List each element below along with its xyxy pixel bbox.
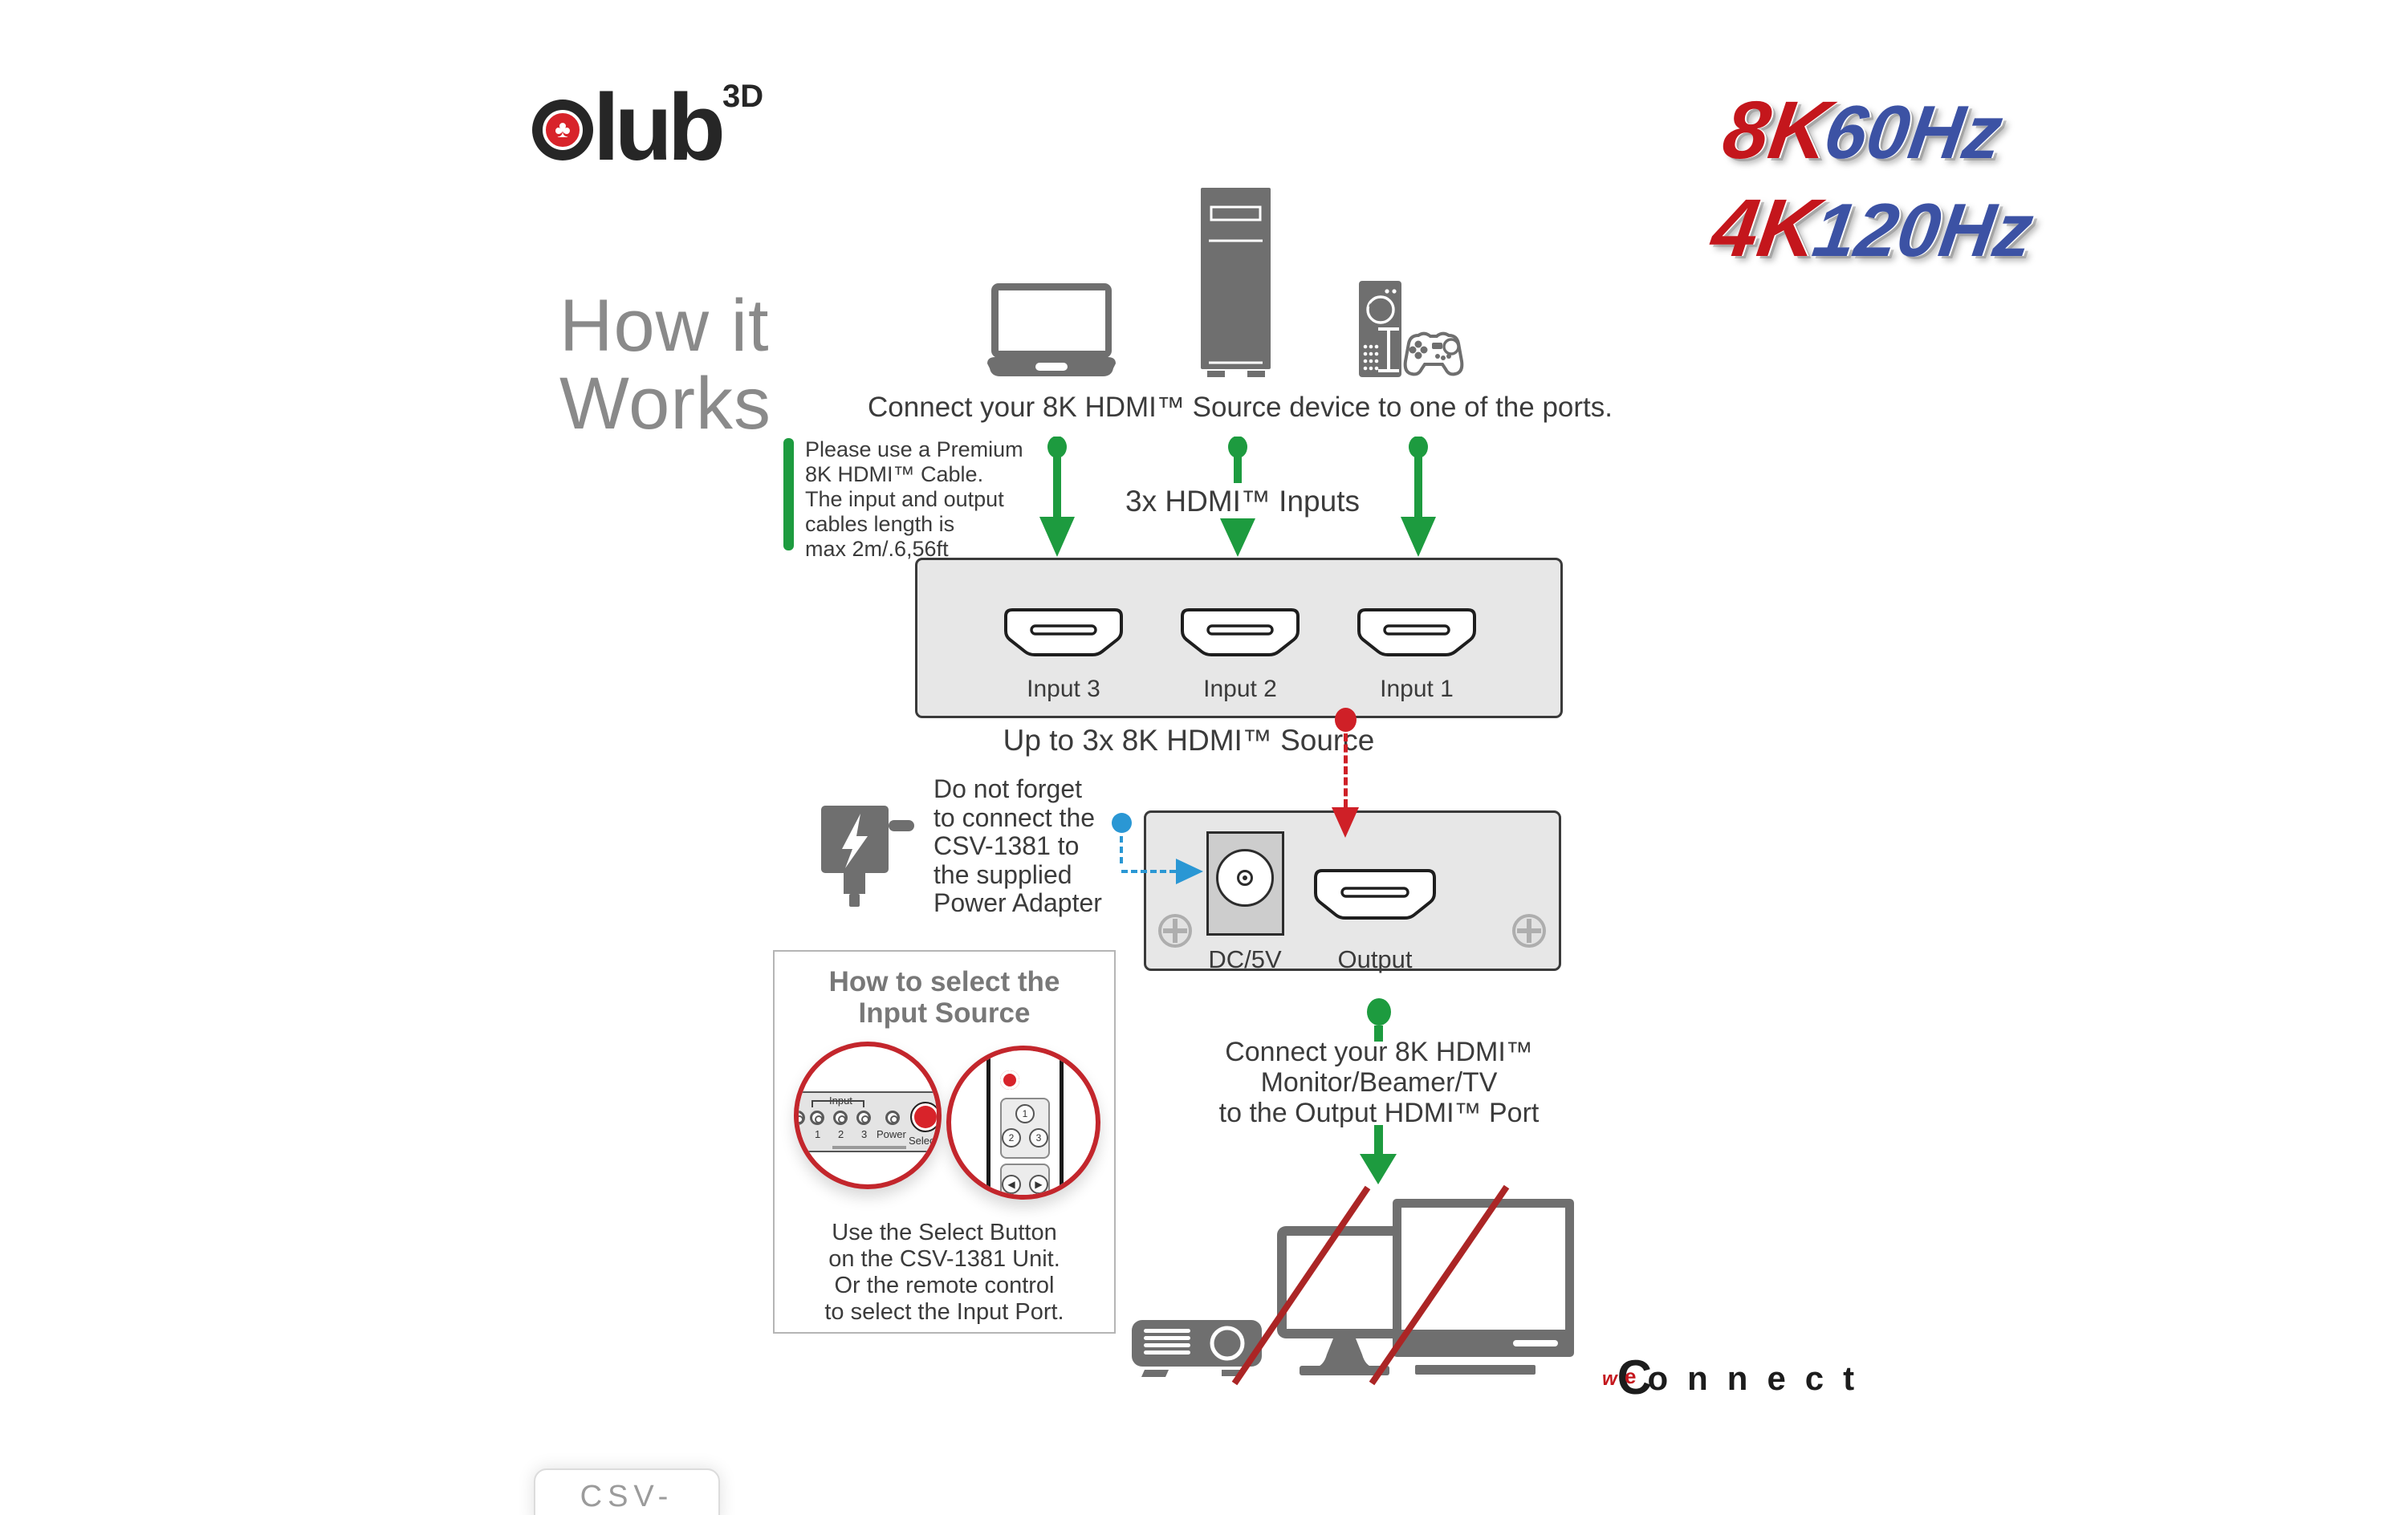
remote-prev-button[interactable]: ◀ [1002, 1175, 1021, 1194]
select-panel-title: How to select the Input Source [828, 966, 1060, 1029]
blue-arrowhead-icon [1176, 859, 1203, 884]
power-adapter-icon [821, 806, 914, 907]
front-panel-illustration: Input 1 2 3 Power Select [794, 1042, 942, 1189]
tv-icon [1393, 1199, 1574, 1375]
source-caption: Connect your 8K HDMI™ Source device to o… [868, 392, 1613, 423]
inputs-label: 3x HDMI™ Inputs [1125, 485, 1360, 518]
output-caption: Connect your 8K HDMI™ Monitor/Beamer/TV … [1218, 1037, 1540, 1128]
led-indicator-2 [833, 1111, 848, 1125]
green-arrowhead-icon [1360, 1154, 1397, 1184]
power-led-label: Power [877, 1128, 906, 1140]
club-suit-glyph: ♣ [555, 116, 571, 143]
led-indicator-3 [856, 1111, 871, 1125]
power-note: Do not forget to connect the CSV-1381 to… [934, 774, 1102, 917]
badge-8k-60hz: 8K60Hz [1718, 84, 2007, 176]
led-indicator-1 [810, 1111, 824, 1125]
club3d-wordmark: lub [593, 75, 726, 181]
remote-button-3[interactable]: 3 [1029, 1128, 1048, 1147]
remote-body: 1 2 3 ◀ ▶ [986, 1050, 1064, 1195]
badge-4k-120hz: 4K120Hz [1706, 182, 2039, 274]
projector-icon [1132, 1320, 1262, 1377]
screw-icon [1158, 914, 1192, 948]
output-label: Output [1337, 945, 1413, 973]
remote-control-illustration: 1 2 3 ◀ ▶ [946, 1046, 1100, 1200]
red-connector-dot [1335, 708, 1357, 732]
hdmi-port-icon [1181, 608, 1300, 656]
screw-icon [1512, 914, 1546, 948]
blue-dashed-line-horizontal [1121, 870, 1176, 873]
cable-note: Please use a Premium 8K HDMI™ Cable. The… [805, 437, 1023, 561]
red-dashed-line [1344, 733, 1348, 807]
model-badge: CSV-1381 [534, 1468, 720, 1515]
red-slash-icon [1231, 1184, 1510, 1386]
green-connector-dot [1367, 998, 1391, 1026]
port-label-input1: Input 1 [1380, 676, 1454, 702]
port-label-input2: Input 2 [1203, 676, 1277, 702]
hdmi-port-icon [1004, 608, 1123, 656]
cable-note-bar [783, 438, 794, 550]
weconnect-logo: w C e onnect [1602, 1351, 1874, 1404]
page-title: How it Works [559, 285, 771, 445]
green-arrow-down-icon [1228, 437, 1247, 483]
front-panel-bracket [811, 1100, 864, 1107]
blue-connector-dot [1112, 813, 1132, 833]
select-panel: How to select the Input Source Input 1 2… [773, 950, 1116, 1334]
media-player-icon [1359, 281, 1401, 377]
remote-button-1[interactable]: 1 [1015, 1104, 1035, 1123]
laptop-icon [987, 283, 1116, 376]
tower-pc-icon [1201, 188, 1271, 377]
green-arrow-stem [1374, 1125, 1383, 1154]
green-arrowhead-icon [1220, 518, 1255, 557]
select-panel-body: Use the Select Button on the CSV-1381 Un… [824, 1220, 1064, 1325]
green-arrow-down-icon [1401, 437, 1436, 557]
green-arrow-down-icon [1039, 437, 1075, 557]
front-panel-notch [832, 1146, 906, 1149]
select-button-label: Select [909, 1135, 938, 1147]
green-connector-stem [1374, 1026, 1383, 1042]
club3d-logo: ♣ lub 3D [532, 75, 764, 181]
upto-source-label: Up to 3x 8K HDMI™ Source [1003, 724, 1375, 757]
remote-next-button[interactable]: ▶ [1029, 1175, 1048, 1194]
port-label-input3: Input 3 [1027, 676, 1100, 702]
gamepad-icon [1403, 331, 1464, 376]
dc-jack-pin [1237, 870, 1253, 886]
power-led [885, 1111, 900, 1125]
hdmi-port-icon [1314, 869, 1436, 920]
club3d-clover-icon: ♣ [532, 100, 593, 160]
remote-button-2[interactable]: 2 [1002, 1128, 1021, 1147]
select-button[interactable] [910, 1102, 937, 1132]
red-arrowhead-icon [1332, 807, 1359, 838]
hdmi-port-icon [1357, 608, 1476, 656]
dc-label: DC/5V [1208, 945, 1282, 973]
club3d-3d-sup: 3D [722, 79, 764, 114]
blue-dashed-line-vertical [1120, 836, 1123, 863]
remote-power-button[interactable] [1000, 1070, 1019, 1090]
